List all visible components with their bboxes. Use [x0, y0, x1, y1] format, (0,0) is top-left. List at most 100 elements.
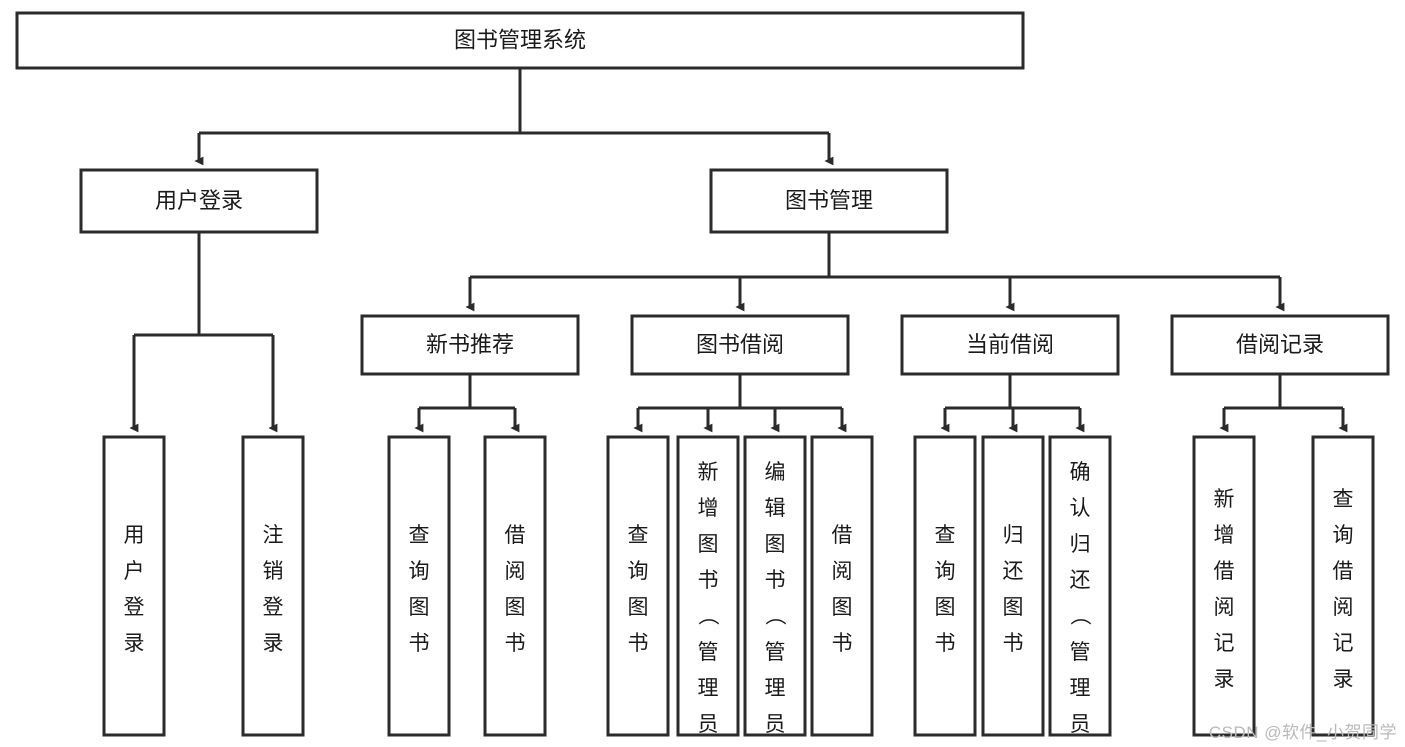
svg-text:阅: 阅 [1214, 596, 1235, 619]
node-leaf-user-login-label: 用户登录 [124, 524, 145, 655]
svg-text:借: 借 [1333, 560, 1354, 583]
svg-text:查: 查 [935, 524, 956, 547]
node-book-borrow[interactable]: 图书借阅 [630, 314, 850, 376]
svg-text:录: 录 [1333, 668, 1354, 691]
node-leaf-borrow-book-2-rect [810, 435, 874, 737]
svg-text:书: 书 [409, 632, 430, 655]
svg-text:增: 增 [698, 497, 719, 520]
svg-text:书: 书 [628, 632, 649, 655]
node-layer: 图书管理系统用户登录图书管理新书推荐图书借阅当前借阅借阅记录用户登录注销登录查询… [15, 11, 1390, 747]
svg-text:新: 新 [1214, 488, 1235, 511]
node-leaf-user-login-rect [102, 435, 166, 737]
svg-text:借: 借 [832, 524, 853, 547]
svg-text:询: 询 [628, 560, 649, 583]
node-book-borrow-rect [630, 314, 850, 376]
svg-text:图: 图 [628, 596, 649, 619]
node-root[interactable]: 图书管理系统 [15, 11, 1025, 70]
svg-text:书: 书 [935, 632, 956, 655]
svg-text:图: 图 [832, 596, 853, 619]
node-leaf-query-book-2-rect [606, 435, 670, 737]
svg-text:理: 理 [698, 677, 719, 700]
svg-text:询: 询 [409, 560, 430, 583]
node-leaf-add-book-rect [676, 435, 740, 737]
svg-text:管: 管 [698, 641, 719, 664]
svg-text:书: 书 [832, 632, 853, 655]
csdn-watermark: CSDN @软件_小贺同学 [1208, 723, 1397, 742]
node-borrow-record-rect [1170, 314, 1390, 376]
svg-text:记: 记 [1214, 632, 1235, 655]
node-leaf-query-record-rect [1311, 435, 1375, 737]
svg-text:员: 员 [698, 713, 719, 736]
svg-text:图: 图 [1003, 596, 1024, 619]
node-borrow-record[interactable]: 借阅记录 [1170, 314, 1390, 376]
node-new-book-recommend-label: 新书推荐 [426, 332, 514, 357]
svg-text:阅: 阅 [832, 560, 853, 583]
node-book-manage-rect [709, 168, 949, 234]
svg-text:询: 询 [935, 560, 956, 583]
node-user-login[interactable]: 用户登录 [79, 168, 319, 234]
node-leaf-borrow-book-1-rect [483, 435, 547, 737]
svg-text:理: 理 [1070, 677, 1091, 700]
svg-text:（: （ [1068, 605, 1091, 626]
svg-text:（: （ [763, 605, 786, 626]
svg-text:管: 管 [765, 641, 786, 664]
node-leaf-query-book-3-rect [913, 435, 977, 737]
svg-text:借: 借 [505, 524, 526, 547]
node-leaf-user-login[interactable]: 用户登录 [102, 435, 166, 737]
svg-text:还: 还 [1070, 569, 1091, 592]
svg-text:认: 认 [1070, 497, 1091, 520]
svg-text:查: 查 [1333, 488, 1354, 511]
svg-text:员: 员 [765, 713, 786, 736]
node-current-borrow-label: 当前借阅 [966, 332, 1054, 357]
node-root-rect [15, 11, 1025, 70]
svg-text:员: 员 [1070, 713, 1091, 736]
svg-text:录: 录 [124, 632, 145, 655]
node-book-manage[interactable]: 图书管理 [709, 168, 949, 234]
node-leaf-edit-book-rect [743, 435, 807, 737]
node-root-label: 图书管理系统 [454, 27, 586, 52]
node-user-login-label: 用户登录 [155, 188, 243, 213]
svg-text:书: 书 [698, 569, 719, 592]
node-leaf-query-book-1-rect [387, 435, 451, 737]
node-current-borrow[interactable]: 当前借阅 [900, 314, 1120, 376]
svg-text:阅: 阅 [505, 560, 526, 583]
svg-text:归: 归 [1070, 533, 1091, 556]
svg-text:查: 查 [409, 524, 430, 547]
svg-text:（: （ [696, 605, 719, 626]
svg-text:理: 理 [765, 677, 786, 700]
svg-text:用: 用 [124, 524, 145, 547]
node-user-login-rect [79, 168, 319, 234]
node-book-manage-label: 图书管理 [785, 188, 873, 213]
svg-text:查: 查 [628, 524, 649, 547]
svg-text:图: 图 [698, 533, 719, 556]
svg-text:登: 登 [124, 596, 145, 619]
node-leaf-logout-rect [241, 435, 305, 737]
node-leaf-confirm-return-rect [1048, 435, 1112, 737]
svg-text:归: 归 [1003, 524, 1024, 547]
svg-text:图: 图 [409, 596, 430, 619]
node-new-book-recommend[interactable]: 新书推荐 [360, 314, 580, 376]
svg-text:录: 录 [1214, 668, 1235, 691]
svg-text:编: 编 [765, 461, 786, 484]
svg-text:询: 询 [1333, 524, 1354, 547]
svg-text:图: 图 [505, 596, 526, 619]
